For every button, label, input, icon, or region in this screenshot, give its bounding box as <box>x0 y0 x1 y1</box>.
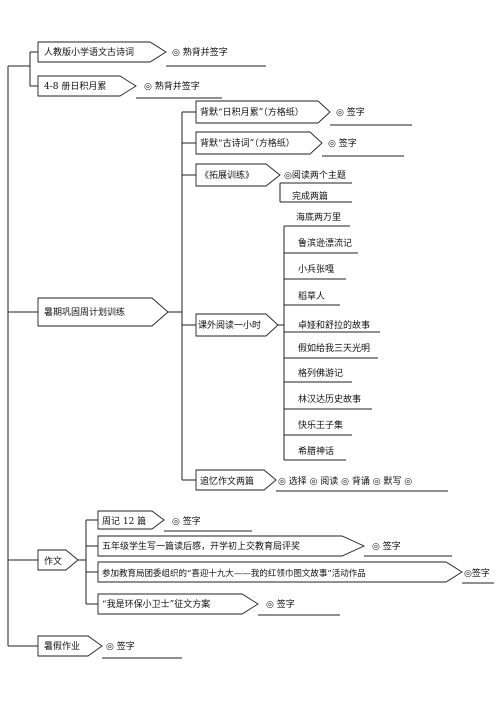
node-reflection: 五年级学生写一篇读后感，开学初上交教育局评奖 ◎ 签字 <box>97 535 452 557</box>
textbook-poems-label: 人教版小学语文古诗词 <box>44 46 134 58</box>
extension-label: 《拓展训练》 <box>200 169 254 181</box>
node-daily-phrases: 4-8 册日积月累 ◎ 熟背并签字 <box>37 75 222 99</box>
node-summer-homework: 暑假作业 ◎ 签字 <box>37 635 182 659</box>
summer-homework-label: 暑假作业 <box>44 640 80 652</box>
weekly-diary-label: 周记 12 篇 <box>102 515 146 527</box>
composition-label: 作文 <box>44 555 62 567</box>
reflection-label: 五年级学生写一篇读后感，开学初上交教育局评奖 <box>102 540 300 552</box>
memory-essays-note: ◎ 选择 ◎ 阅读 ◎ 背诵 ◎ 默写 ◎ <box>278 475 412 487</box>
recite-phrases-label: 背默“日积月累”（方格纸） <box>200 106 304 118</box>
weekly-diary-note: ◎ 签字 <box>172 515 201 527</box>
daily-phrases-note: ◎ 熟背并签字 <box>144 80 200 92</box>
recite-poems-note: ◎ 签字 <box>328 137 357 149</box>
contest-label: 参加教育局团委组织的“喜迎十九大——我的红领巾图文故事”活动作品 <box>102 568 366 579</box>
node-composition: 作文 <box>37 519 98 605</box>
node-summer-plan: 暑期巩固周计划训练 <box>37 111 196 481</box>
reading-hour-label: 课外阅读一小时 <box>198 319 261 331</box>
book-item: 林汉达历史故事 <box>298 393 361 405</box>
contest-note: ◎签字 <box>464 567 490 579</box>
node-memory-essays: 追忆作文两篇 ◎ 选择 ◎ 阅读 ◎ 背诵 ◎ 默写 ◎ <box>195 469 448 492</box>
eco-guard-note: ◎ 签字 <box>266 598 295 610</box>
reflection-note: ◎ 签字 <box>372 540 401 552</box>
book-item: 小兵张嘎 <box>298 263 334 275</box>
node-extension: 《拓展训练》 ◎阅读两个主题 完成两篇 <box>195 163 352 203</box>
book-item: 假如给我三天光明 <box>298 342 370 354</box>
node-recite-phrases: 背默“日积月累”（方格纸） ◎ 签字 <box>195 100 412 126</box>
node-recite-poems: 背默“古诗词”（方格纸） ◎ 签字 <box>195 131 404 157</box>
book-item: 快乐王子集 <box>298 419 343 431</box>
summer-homework-note: ◎ 签字 <box>106 640 135 652</box>
node-textbook-poems: 人教版小学语文古诗词 ◎ 熟背并签字 <box>37 41 266 67</box>
node-weekly-diary: 周记 12 篇 ◎ 签字 <box>97 510 252 532</box>
recite-phrases-note: ◎ 签字 <box>336 106 365 118</box>
book-item: 希腊神话 <box>298 445 334 457</box>
extension-note: ◎阅读两个主题 <box>284 169 346 181</box>
daily-phrases-label: 4-8 册日积月累 <box>44 80 106 92</box>
extension-note-2: 完成两篇 <box>292 190 328 202</box>
summer-plan-label: 暑期巩固周计划训练 <box>44 306 125 318</box>
root-connectors <box>7 51 38 647</box>
book-item: 海底两万里 <box>296 211 341 223</box>
textbook-poems-note: ◎ 熟背并签字 <box>172 46 228 58</box>
node-contest: 参加教育局团委组织的“喜迎十九大——我的红领巾图文故事”活动作品 ◎签字 <box>97 561 494 584</box>
book-item: 稻草人 <box>298 290 325 302</box>
book-item: 格列佛游记 <box>298 367 343 379</box>
node-reading-hour: 课外阅读一小时 海底两万里 鲁滨逊漂流记 小兵张嘎 稻草人 卓娅和舒拉的故事 假… <box>195 211 380 461</box>
node-eco-guard: “我是环保小卫士”征文方案 ◎ 签字 <box>97 593 340 616</box>
memory-essays-label: 追忆作文两篇 <box>200 475 254 487</box>
recite-poems-label: 背默“古诗词”（方格纸） <box>200 137 295 149</box>
book-item: 卓娅和舒拉的故事 <box>298 319 370 331</box>
eco-guard-label: “我是环保小卫士”征文方案 <box>102 598 210 610</box>
book-item: 鲁滨逊漂流记 <box>298 237 352 249</box>
